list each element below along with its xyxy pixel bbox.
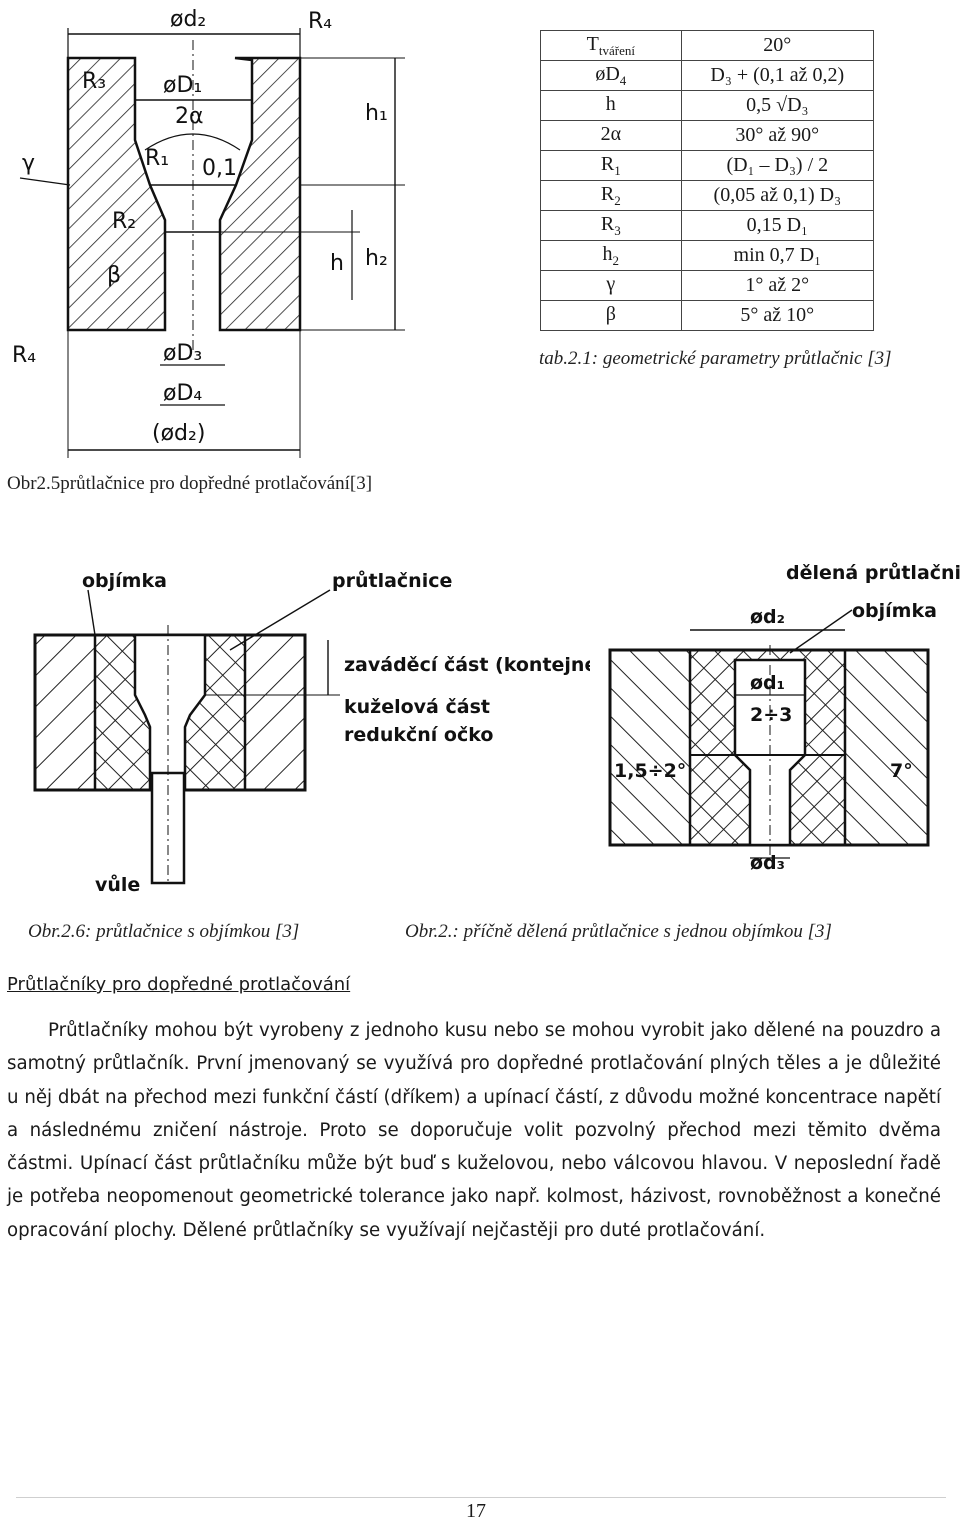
label-zero1: 0,1 [202, 156, 237, 181]
label-prutlacnice: průtlačnice [332, 569, 452, 592]
label-ratio: 2÷3 [750, 704, 792, 726]
parameter-row: R1(D₁ – D₃) / 2 [540, 150, 875, 181]
parameter-value: 0,5 √D₃ [680, 90, 875, 121]
parameter-name: Ttváření [540, 30, 682, 61]
label-h: h [330, 251, 344, 276]
label-beta: β [107, 263, 121, 288]
label-r4-bottom: R₄ [12, 343, 36, 368]
parameter-name: R3 [540, 210, 682, 241]
body-paragraph-text: Průtlačníky mohou být vyrobeny z jednoho… [7, 1020, 941, 1241]
parameter-row: R2(0,05 až 0,1) D₃ [540, 180, 875, 211]
label-d2-small: ød₂ [750, 606, 785, 628]
label-zavadeci-cast: zaváděcí část (kontejner) [344, 654, 590, 676]
label-d1: øD₁ [163, 73, 202, 98]
die-left-section [66, 56, 167, 332]
figure-caption-2: Obr.2.6: průtlačnice s objímkou [3] [28, 921, 300, 942]
parameter-value: 5° až 10° [680, 300, 875, 331]
parameter-value: (0,05 až 0,1) D₃ [680, 180, 875, 211]
label-redukcni-ocko: redukční očko [344, 724, 493, 746]
parameter-value: (D₁ – D₃) / 2 [680, 150, 875, 181]
label-r4-top: R₄ [308, 9, 332, 34]
label-angle: 1,5÷2° [614, 760, 686, 782]
figure-caption-3: Obr.2.: příčně dělená průtlačnice s jedn… [405, 921, 832, 942]
label-h1: h₁ [365, 101, 388, 126]
parameter-name: øD4 [540, 60, 682, 91]
section-heading: Průtlačníky pro dopředné protlačování [7, 974, 351, 995]
label-objimka: objímka [82, 570, 167, 592]
parameter-name: β [540, 300, 682, 331]
label-d4: øD₄ [163, 381, 202, 406]
label-d2-bracket: (ød₂) [152, 421, 205, 446]
label-kuzelova-cast: kuželová část [344, 696, 490, 718]
label-delena-prutlacnice: dělená průtlačnice [786, 561, 960, 584]
parameter-name: R2 [540, 180, 682, 211]
label-angle-7: 7° [890, 760, 913, 782]
label-r2: R₂ [112, 209, 136, 234]
parameter-value: 0,15 D₁ [680, 210, 875, 241]
label-d3-small: ød₃ [750, 852, 785, 874]
label-vule: vůle [95, 873, 140, 896]
parameter-name: h2 [540, 240, 682, 271]
parameter-name: R1 [540, 150, 682, 181]
label-d2: ød₂ [170, 7, 206, 32]
body-paragraph: Průtlačníky mohou být vyrobeny z jednoho… [7, 1014, 941, 1247]
die-with-sleeve-figure: objímka průtlačnice zaváděcí část (konte… [33, 569, 590, 896]
footer-divider [16, 1497, 946, 1498]
parameter-name: γ [540, 270, 682, 301]
label-alpha: 2α [175, 104, 204, 129]
table-caption: tab.2.1: geometrické parametry průtlačni… [539, 348, 892, 369]
label-r1: R₁ [145, 146, 169, 171]
parameter-value: 1° až 2° [680, 270, 875, 301]
label-d1-small: ød₁ [750, 672, 785, 694]
parameter-value: 30° až 90° [680, 120, 875, 151]
page-number: 17 [466, 1500, 486, 1522]
figure-caption-1: Obr2.5průtlačnice pro dopředné protlačov… [7, 473, 373, 494]
die-right-section [218, 56, 302, 332]
split-die-figure: dělená průtlačnice objímka ød₂ ød₁ 2÷3 1… [608, 561, 960, 874]
label-d3: øD₃ [163, 341, 202, 366]
label-objimka-2: objímka [852, 600, 937, 622]
label-r3: R₃ [82, 69, 106, 94]
die-drawing-figure: ød₂ R₄ R₃ øD₁ 2α γ R₁ 0,1 h₁ R₂ β h h₂ R… [12, 7, 405, 458]
parameter-value: D₃ + (0,1 až 0,2) [680, 60, 875, 91]
parameter-name: h [540, 90, 682, 121]
label-gamma: γ [22, 151, 35, 176]
parameter-value: 20° [680, 30, 875, 61]
parameter-name: 2α [540, 120, 682, 151]
parameter-value: min 0,7 D₁ [680, 240, 875, 271]
label-h2: h₂ [365, 246, 388, 271]
